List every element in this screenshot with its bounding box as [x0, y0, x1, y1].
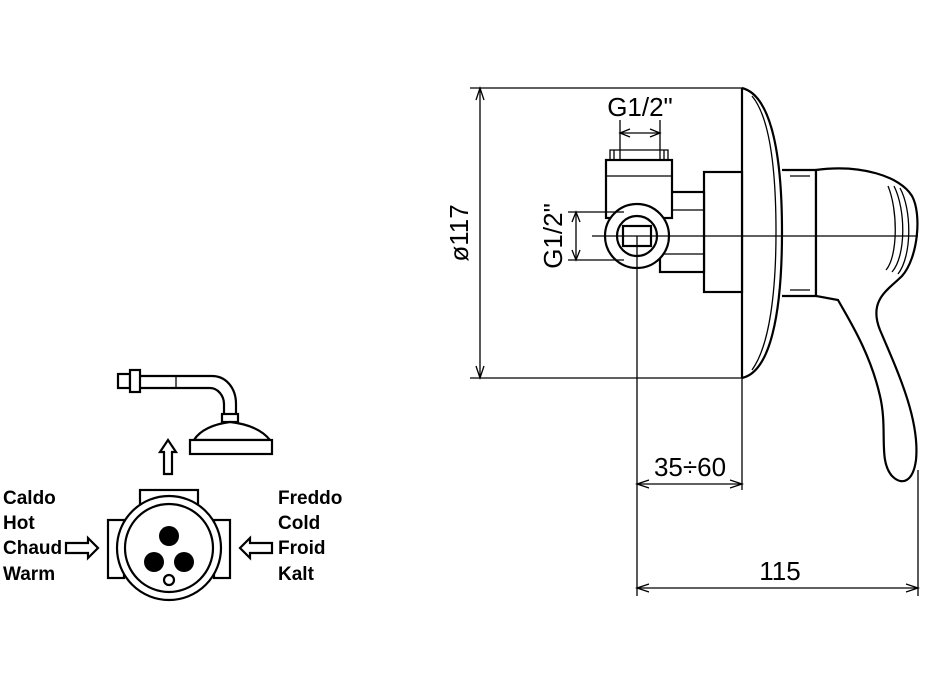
arrow-left-icon: [238, 535, 274, 561]
cold-label-de: Kalt: [278, 564, 315, 585]
cold-water-labels: Freddo Cold Froid Kalt: [278, 488, 342, 585]
dim-total-length-label: 115: [759, 556, 800, 586]
hot-label-it: Caldo: [3, 488, 56, 509]
mixer-side-view: [592, 86, 919, 483]
dim-depth-range: 35÷60: [634, 236, 745, 596]
dim-thread-top-label: G1/2": [607, 92, 673, 122]
cold-label-fr: Froid: [278, 538, 326, 559]
hot-label-fr: Chaud: [3, 538, 62, 559]
hot-label-de: Warm: [3, 564, 55, 585]
arrow-right-icon: [64, 535, 100, 561]
arrow-up-icon: [157, 438, 179, 476]
dim-diameter: ø117: [444, 85, 742, 381]
lever-handle: [814, 167, 919, 483]
dim-thread-side: G1/2": [538, 203, 624, 269]
valve-flange: [702, 170, 744, 294]
hot-water-labels: Caldo Hot Chaud Warm: [3, 488, 62, 585]
mixer-valve-icon: [106, 488, 232, 602]
escutcheon-rim: [751, 95, 777, 371]
dim-thread-top: G1/2": [607, 92, 673, 160]
flow-schematic: Caldo Hot Chaud Warm Freddo Cold Froid K…: [3, 368, 342, 602]
dim-diameter-label: ø117: [444, 204, 474, 261]
cartridge-sleeve: [782, 168, 818, 298]
cold-label-it: Freddo: [278, 488, 342, 509]
dim-thread-side-label: G1/2": [538, 203, 568, 269]
cold-label-en: Cold: [278, 513, 320, 534]
shower-head-icon: [116, 368, 274, 456]
dim-depth-range-label: 35÷60: [654, 452, 726, 482]
hot-label-en: Hot: [3, 513, 35, 534]
dim-total-length: 115: [634, 470, 921, 596]
